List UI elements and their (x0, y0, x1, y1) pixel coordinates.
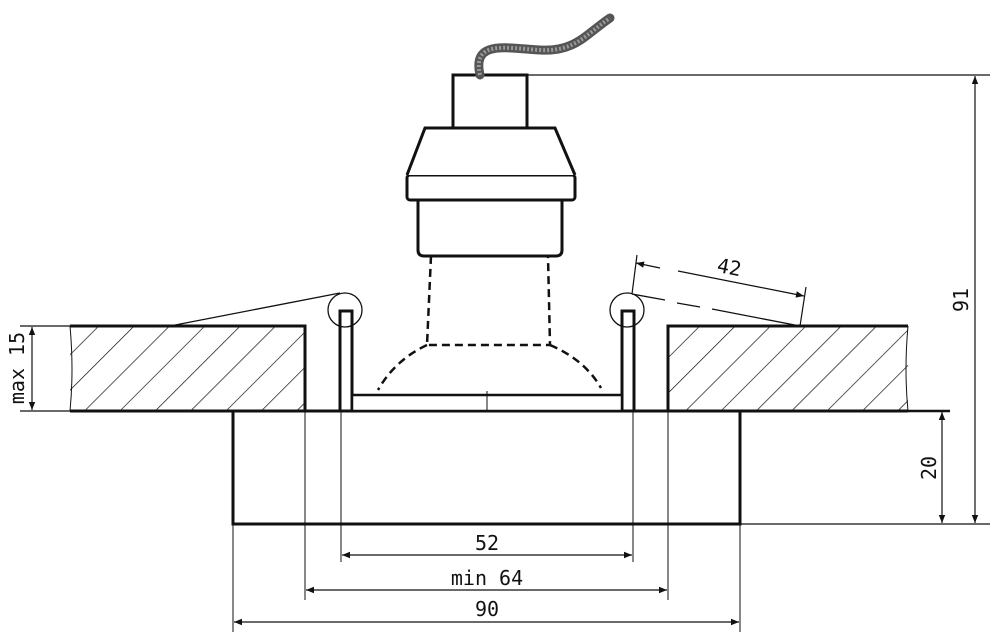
dimension-20-label: 20 (917, 456, 941, 480)
dimension-42 (631, 254, 807, 327)
dimension-max15-label: max 15 (5, 332, 29, 404)
cable (474, 13, 615, 80)
ceiling-right (666, 324, 909, 413)
extension-lines (232, 411, 741, 632)
dimension-max15 (20, 325, 70, 412)
spring-clips (169, 292, 801, 413)
cable-texture (476, 16, 612, 76)
inner-plate (350, 391, 624, 413)
lamp-socket (405, 73, 577, 258)
dimension-min64-label: min 64 (451, 566, 523, 590)
dimension-91 (527, 74, 990, 525)
dimension-90-label: 90 (475, 597, 499, 621)
dimension-91-label: 91 (949, 288, 973, 312)
lamp-frame (231, 409, 742, 526)
dimension-42-label: 42 (715, 253, 743, 281)
ceiling-left (69, 324, 307, 413)
lamp-bulb (376, 255, 603, 391)
dimension-52-label: 52 (475, 531, 499, 555)
